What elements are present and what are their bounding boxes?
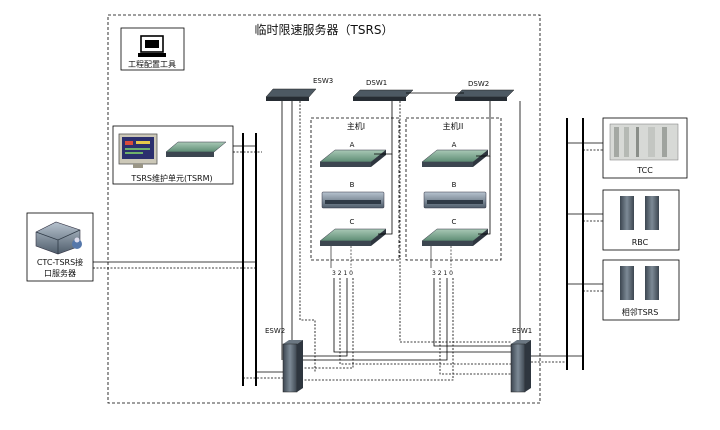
host-2-server-b: B xyxy=(423,181,487,209)
svg-text:B: B xyxy=(350,181,355,189)
rack-icon xyxy=(620,266,634,300)
rack-icon xyxy=(645,196,659,230)
svg-text:A: A xyxy=(452,141,457,149)
esw2-switch: ESW2 xyxy=(265,327,303,393)
host-1-port-label: 3 2 1 0 xyxy=(332,270,353,277)
svg-text:TCC: TCC xyxy=(636,166,653,175)
svg-text:CTC-TSRS接: CTC-TSRS接 xyxy=(37,257,83,267)
svg-text:口服务器: 口服务器 xyxy=(44,268,76,278)
svg-text:ESW2: ESW2 xyxy=(265,327,285,335)
svg-text:A: A xyxy=(350,141,355,149)
tsrs-boundary xyxy=(107,14,541,404)
svg-text:相邻TSRS: 相邻TSRS xyxy=(622,307,659,317)
dsw1-switch: DSW1 xyxy=(352,79,414,101)
config-tool: 工程配置工具 xyxy=(120,27,185,71)
rack-icon xyxy=(620,196,634,230)
host-1-server-b: B xyxy=(321,181,385,209)
svg-text:主机II: 主机II xyxy=(443,121,464,131)
tcc-system: TCC xyxy=(602,117,688,179)
svg-text:DSW2: DSW2 xyxy=(468,80,489,88)
rbc-system: RBC xyxy=(602,189,680,251)
host-2-box xyxy=(405,117,502,261)
svg-text:C: C xyxy=(452,218,457,226)
svg-text:C: C xyxy=(350,218,355,226)
host-2-server-a: A xyxy=(421,141,489,167)
host-1-server-c: C xyxy=(319,218,387,246)
svg-text:TSRS维护单元(TSRM): TSRS维护单元(TSRM) xyxy=(130,173,212,183)
svg-text:DSW1: DSW1 xyxy=(366,79,387,87)
esw1-switch: ESW1 xyxy=(510,327,532,393)
svg-text:主机I: 主机I xyxy=(347,121,365,131)
host-2-server-c: C xyxy=(421,218,489,246)
tsrm-maintenance-unit: TSRS维护单元(TSRM) xyxy=(112,125,234,185)
host-2-port-label: 3 2 1 0 xyxy=(432,270,453,277)
svg-text:B: B xyxy=(452,181,457,189)
dsw2-switch: DSW2 xyxy=(454,80,515,101)
esw3-switch: ESW3 xyxy=(265,77,333,101)
svg-text:ESW3: ESW3 xyxy=(313,77,333,85)
user-icon xyxy=(72,239,82,249)
adjacent-tsrs-system: 相邻TSRS xyxy=(602,259,680,321)
svg-text:RBC: RBC xyxy=(632,238,649,247)
svg-text:工程配置工具: 工程配置工具 xyxy=(128,60,176,69)
diagram-title: 临时限速服务器（TSRS） xyxy=(255,22,394,37)
rack-icon xyxy=(645,266,659,300)
ctc-tsrs-interface-server: CTC-TSRS接 口服务器 xyxy=(26,212,94,282)
svg-text:ESW1: ESW1 xyxy=(512,327,532,335)
